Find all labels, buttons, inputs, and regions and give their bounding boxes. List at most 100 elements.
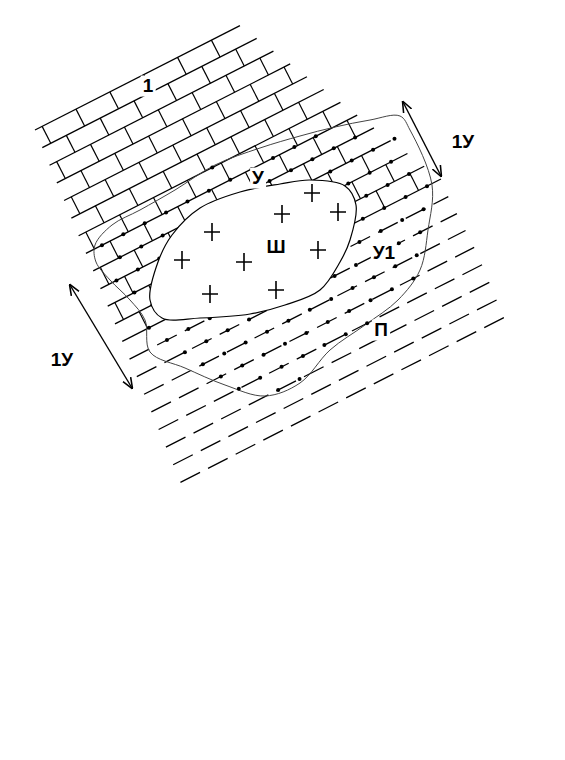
- hornfels-dot: [404, 195, 408, 199]
- brick-tick: [236, 49, 245, 66]
- hornfels-dot: [357, 240, 361, 244]
- brick-tick: [265, 120, 274, 137]
- thickness-label: 1У: [49, 350, 75, 371]
- hornfels-dot: [369, 298, 373, 302]
- hornfels-dot: [210, 166, 214, 170]
- hornfels-dot: [422, 207, 426, 211]
- hornfels-dot: [400, 218, 404, 222]
- cross-symbol: [204, 223, 220, 241]
- hornfels-dot: [292, 145, 296, 149]
- hornfels-dot: [114, 278, 118, 282]
- brick-tick: [42, 126, 51, 143]
- brick-tick: [173, 145, 182, 162]
- brick-tick: [192, 93, 201, 110]
- hornfels-dot: [382, 206, 386, 210]
- hornfels-dot: [165, 338, 169, 342]
- brick-tick: [231, 137, 240, 154]
- hornfels-dot: [425, 184, 429, 188]
- hornfels-dot: [132, 291, 136, 295]
- cross-symbol: [174, 251, 190, 269]
- hornfels-dot: [228, 178, 232, 182]
- limestone-line: [122, 179, 441, 341]
- hornfels-dot: [240, 364, 244, 368]
- brick-tick: [299, 102, 308, 119]
- brick-tick: [226, 75, 235, 92]
- brick-tick: [202, 66, 211, 83]
- brick-tick: [110, 241, 119, 258]
- brick-tick: [76, 109, 85, 126]
- hornfels-dot: [415, 253, 419, 257]
- contact-aureole-outline: [94, 115, 433, 396]
- brick-tick: [410, 174, 419, 191]
- hornfels-dot: [201, 362, 205, 366]
- hornfels-dot: [139, 244, 143, 248]
- brick-tick: [168, 84, 177, 101]
- brick-tick: [362, 156, 371, 173]
- brick-tick: [115, 303, 124, 320]
- brick-tick: [216, 102, 225, 119]
- limestone-line: [115, 166, 424, 324]
- cross-symbol: [274, 205, 290, 223]
- hornfels-dot: [219, 374, 223, 378]
- hornfels-dot: [121, 232, 125, 236]
- hornfels-dot: [347, 309, 351, 313]
- brick-tick: [250, 84, 259, 101]
- hornfels-dot: [353, 135, 357, 139]
- brick-tick: [110, 92, 119, 109]
- zone-label: П: [372, 320, 390, 341]
- thickness-label: 1У: [450, 132, 476, 153]
- brick-tick: [182, 119, 191, 136]
- hornfels-dot: [397, 241, 401, 245]
- hornfels-dot: [289, 168, 293, 172]
- hornfels-dot: [237, 387, 241, 391]
- hornfels-dot: [244, 341, 248, 345]
- hornfels-dot: [164, 210, 168, 214]
- hornfels-dot: [389, 160, 393, 164]
- brick-tick: [86, 232, 95, 249]
- hornfels-dot: [100, 243, 104, 247]
- cross-symbol: [330, 203, 346, 221]
- cross-symbol: [268, 281, 284, 299]
- brick-tick: [207, 128, 216, 145]
- brick-tick: [197, 154, 206, 171]
- zone-label: У1: [371, 243, 397, 264]
- brick-tick: [134, 101, 143, 118]
- hornfels-dot: [283, 342, 287, 346]
- hornfels-dot: [392, 137, 396, 141]
- hornfels-dot: [372, 275, 376, 279]
- hornfels-dot: [185, 200, 189, 204]
- hornfels-dot: [304, 331, 308, 335]
- hornfels-dot: [183, 350, 187, 354]
- limestone-line: [50, 51, 274, 165]
- hornfels-dot: [314, 134, 318, 138]
- hornfels-dot: [326, 320, 330, 324]
- hornfels-dot: [258, 376, 262, 380]
- hornfels-dot: [147, 326, 151, 330]
- hornfels-dot: [411, 276, 415, 280]
- brick-tick: [149, 136, 158, 153]
- hornfels-dot: [271, 156, 275, 160]
- brick-tick: [187, 180, 196, 197]
- brick-tick: [279, 155, 288, 172]
- brick-tick: [139, 162, 148, 179]
- hornfels-dot: [308, 308, 312, 312]
- limestone-line: [57, 64, 290, 183]
- brick-tick: [66, 135, 75, 152]
- hornfels-dot: [371, 148, 375, 152]
- brick-tick: [241, 111, 250, 128]
- brick-tick: [57, 162, 66, 179]
- brick-tick: [376, 191, 385, 208]
- hornfels-dot: [286, 319, 290, 323]
- brick-tick: [284, 67, 293, 84]
- brick-tick: [71, 197, 80, 214]
- hornfels-dot: [143, 221, 147, 225]
- brick-tick: [91, 144, 100, 161]
- hornfels-dot: [262, 353, 266, 357]
- brick-tick: [105, 180, 114, 197]
- hornfels-dot: [207, 189, 211, 193]
- hornfels-dot: [298, 377, 302, 381]
- brick-tick: [134, 250, 143, 267]
- limestone-line: [35, 26, 240, 130]
